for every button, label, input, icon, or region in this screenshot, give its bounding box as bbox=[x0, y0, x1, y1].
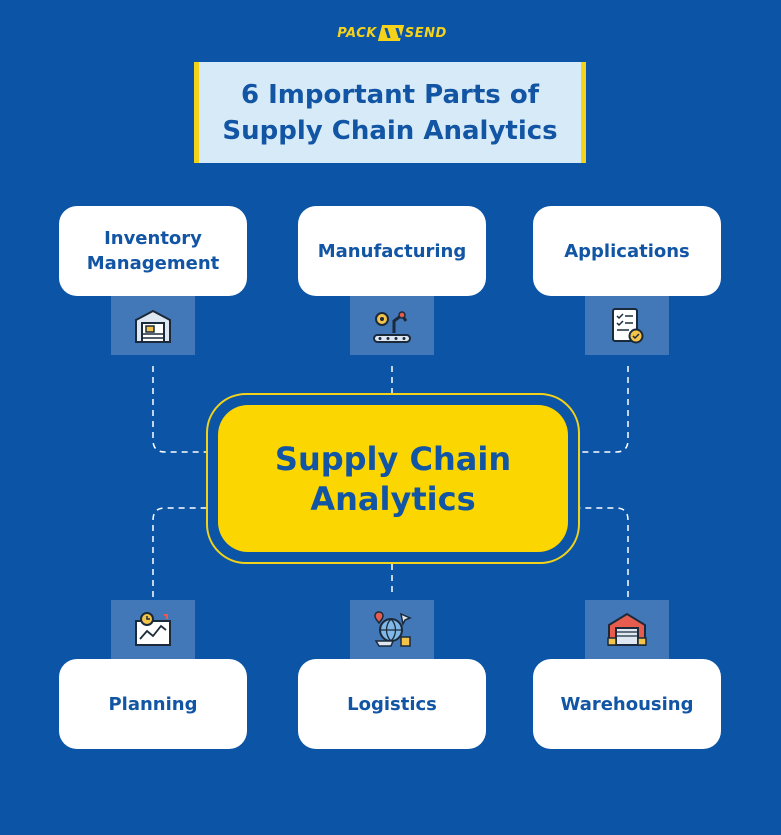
manufacturing-icon-tile bbox=[350, 296, 434, 355]
center-label-line-1: Supply Chain bbox=[274, 439, 512, 478]
inventory-icon-tile bbox=[111, 296, 195, 355]
logo-mark-icon bbox=[377, 25, 404, 41]
connector-inventory bbox=[152, 366, 206, 453]
card-applications: Applications bbox=[533, 206, 721, 296]
title-line-1: 6 Important Parts of bbox=[240, 79, 540, 110]
page-title: 6 Important Parts of Supply Chain Analyt… bbox=[194, 62, 586, 163]
logistics-icon-tile bbox=[350, 600, 434, 659]
card-warehousing: Warehousing bbox=[533, 659, 721, 749]
logo-text-right: SEND bbox=[404, 25, 447, 41]
applications-label: Applications bbox=[564, 240, 690, 262]
warehousing-icon-tile bbox=[585, 600, 669, 659]
warehousing-label: Warehousing bbox=[560, 693, 694, 715]
inventory-label-line-2: Management bbox=[86, 253, 220, 274]
packsend-logo: PACK SEND bbox=[336, 22, 448, 44]
card-inventory-management: Inventory Management bbox=[59, 206, 247, 296]
warehouse-building-icon bbox=[607, 612, 647, 646]
manufacturing-label: Manufacturing bbox=[317, 240, 467, 262]
center-outline bbox=[206, 393, 580, 564]
globe-transport-icon bbox=[374, 610, 412, 647]
logo-text-left: PACK bbox=[337, 25, 377, 41]
card-manufacturing: Manufacturing bbox=[298, 206, 486, 296]
applications-icon-tile bbox=[585, 296, 669, 355]
planning-label: Planning bbox=[108, 693, 198, 715]
checklist-icon bbox=[612, 307, 644, 343]
center-label-line-2: Analytics bbox=[310, 479, 476, 518]
planning-chart-icon bbox=[135, 611, 171, 646]
inventory-label-line-1: Inventory bbox=[104, 228, 202, 249]
connector-applications bbox=[580, 366, 629, 453]
warehouse-shelf-icon bbox=[135, 309, 171, 343]
connector-planning bbox=[152, 507, 206, 597]
center-node: Supply Chain Analytics bbox=[218, 405, 568, 552]
connector-warehousing bbox=[580, 507, 629, 597]
card-logistics: Logistics bbox=[298, 659, 486, 749]
title-line-2: Supply Chain Analytics bbox=[222, 115, 558, 146]
planning-icon-tile bbox=[111, 600, 195, 659]
robot-arm-conveyor-icon bbox=[373, 310, 411, 343]
logistics-label: Logistics bbox=[347, 693, 437, 715]
card-planning: Planning bbox=[59, 659, 247, 749]
